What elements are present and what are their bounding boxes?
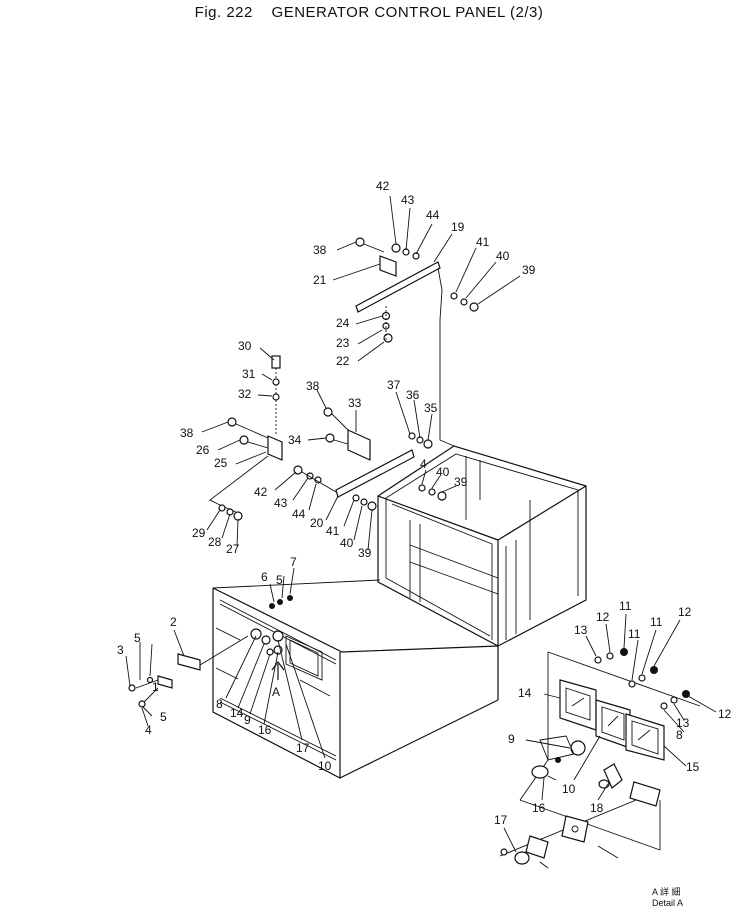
callout-10-detail: 15	[686, 760, 700, 774]
callout-14-detail: 9	[508, 732, 515, 746]
callout-18: 17	[494, 813, 508, 827]
meter-10	[625, 713, 665, 761]
callout-13-c: 8	[676, 728, 683, 742]
callout-7: 7	[290, 555, 297, 569]
callout-32: 32	[238, 387, 252, 401]
callout-41-top: 41	[476, 235, 490, 249]
callout-11-c: 12	[718, 707, 732, 721]
callout-11-b: 12	[678, 605, 692, 619]
detail-kanji: A 詳 細	[652, 886, 681, 897]
callout-40-right: 40	[436, 465, 450, 479]
callout-9-detail: 10	[562, 782, 576, 796]
callout-36: 36	[406, 388, 420, 402]
callout-39-mid: 39	[358, 546, 372, 560]
callout-37: 37	[387, 378, 401, 392]
callout-39-right: 39	[454, 475, 468, 489]
callout-2: 2	[170, 615, 177, 629]
figure-title: Fig. 222 GENERATOR CONTROL PANEL (2/3)	[0, 4, 738, 21]
callout-40-top: 40	[496, 249, 510, 263]
callout-38-mid: 38	[306, 379, 320, 393]
callout-25: 25	[214, 456, 228, 470]
callout-44-top: 44	[426, 208, 440, 222]
callout-24: 24	[336, 316, 350, 330]
handle-part-2	[128, 635, 249, 708]
callout-13-a: 13	[574, 623, 588, 637]
callout-31: 31	[242, 367, 256, 381]
detail-a-caption: A 詳 細 Detail A	[652, 886, 683, 908]
callout-3: 3	[117, 643, 124, 657]
callout-13-b: 11	[628, 627, 641, 641]
meter-9	[595, 699, 631, 749]
callout-12-a: 12	[596, 610, 610, 624]
callout-5-b: 5	[160, 710, 167, 724]
callout-10: 10	[318, 759, 332, 773]
callout-14: 14	[230, 706, 244, 720]
callout-23: 23	[336, 336, 350, 350]
callout-16-detail: 18	[590, 801, 604, 815]
callout-44-mid: 44	[292, 507, 306, 521]
callout-33: 33	[348, 396, 362, 410]
callout-4-right: 4	[420, 457, 427, 471]
callout-8-detail: 14	[518, 686, 532, 700]
callout-41-mid: 41	[326, 524, 340, 538]
callout-29: 29	[192, 526, 206, 540]
callout-27: 27	[226, 542, 240, 556]
callout-5-c: 5	[276, 573, 283, 587]
leader-lines	[125, 195, 717, 859]
callout-5-a: 5	[134, 631, 141, 645]
callout-38-left: 38	[180, 426, 194, 440]
figure-caption: GENERATOR CONTROL PANEL (2/3)	[271, 4, 544, 21]
front-panel-housing	[212, 579, 499, 779]
upper-bracket-assembly	[355, 237, 479, 447]
callout-43-top: 43	[401, 193, 415, 207]
callout-19: 19	[451, 220, 465, 234]
callout-17: 17	[296, 741, 310, 755]
callout-15: 16	[532, 801, 546, 815]
callout-8: 8	[216, 697, 223, 711]
callout-40-mid: 40	[340, 536, 354, 550]
lower-bracket-assembly	[209, 355, 447, 521]
callout-12-b: 11	[650, 615, 663, 629]
callout-12-c: 13	[676, 716, 690, 730]
callout-1: 1	[152, 680, 159, 694]
callout-20: 20	[310, 516, 324, 530]
callout-6: 6	[261, 570, 268, 584]
callout-22: 22	[336, 354, 350, 368]
callout-labels: 42 43 44 19 38 21 41 40 39 24 23 22 30 3…	[117, 179, 732, 827]
callout-30: 30	[238, 339, 252, 353]
callout-34: 34	[288, 433, 302, 447]
detail-a-view	[499, 648, 701, 869]
callout-9: 9	[244, 713, 251, 727]
detail-caption: Detail A	[652, 898, 683, 908]
callout-39-top: 39	[522, 263, 536, 277]
callout-16: 16	[258, 723, 272, 737]
callout-26: 26	[196, 443, 210, 457]
callout-42-top: 42	[376, 179, 390, 193]
callout-4: 4	[145, 723, 152, 737]
callout-38-top: 38	[313, 243, 327, 257]
callout-28: 28	[208, 535, 222, 549]
callout-43-mid: 43	[274, 496, 288, 510]
callout-11-a: 11	[619, 599, 632, 613]
meter-8	[559, 679, 597, 731]
callout-42-mid: 42	[254, 485, 268, 499]
arrow-a-label: A	[272, 685, 280, 699]
control-box-frame	[377, 445, 587, 647]
callout-35: 35	[424, 401, 438, 415]
callout-21: 21	[313, 273, 327, 287]
figure-number: Fig. 222	[194, 4, 253, 21]
